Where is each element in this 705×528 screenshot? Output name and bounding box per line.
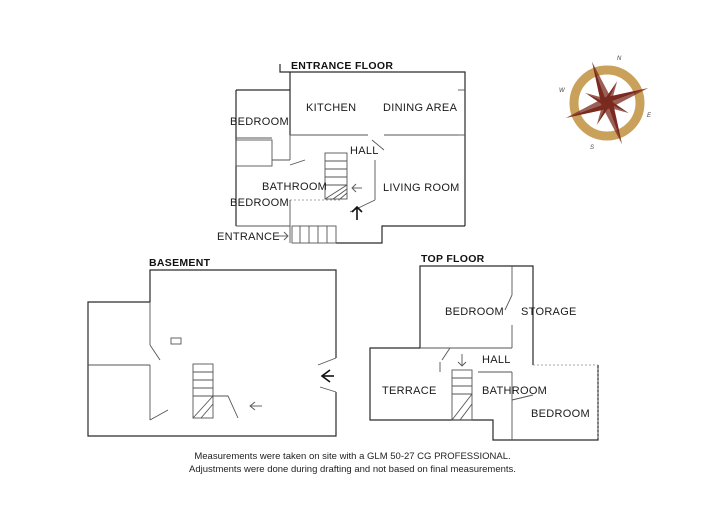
room-bedroom-label: BEDROOM [230,116,289,128]
top-stair-down-arrow-icon [457,354,467,367]
compass-w-label: W [559,88,566,94]
entrance-up-arrow-icon [351,205,363,220]
basement-stair-arrow-icon [249,401,262,411]
entrance-floor-plan: ENTRANCE FLOOR [217,60,466,244]
compass-point [591,61,607,106]
measurement-note-line-2: Adjustments were done during drafting an… [189,464,516,475]
compass-point [585,92,607,107]
compass-e-label: E [647,113,652,119]
entrance-floor-title: ENTRANCE FLOOR [291,60,393,72]
room-terrace-label: TERRACE [382,385,437,397]
room-hall-label: HALL [350,145,379,157]
compass-point-shade [607,87,649,109]
room-kitchen-label: KITCHEN [306,102,356,114]
compass-point-shade [601,103,623,145]
compass-point-shade [565,97,607,119]
compass-point-shade [591,61,613,103]
compass-s-label: S [590,145,594,151]
top-floor-title: TOP FLOOR [421,253,485,265]
basement-entry-arrow-icon [320,369,334,383]
room-bathroom-label: BATHROOM [262,181,327,193]
room-bedroom-label-top: BEDROOM [445,306,504,318]
basement-plan: BASEMENT [87,257,337,437]
compass-rose-icon: N E S W [559,56,652,151]
room-storage-label: STORAGE [521,306,577,318]
room-hall-label-top: HALL [482,354,511,366]
compass-point [604,87,649,103]
room-entrance-label: ENTRANCE [217,231,280,243]
stair-direction-arrow-icon [351,183,362,193]
room-bedroom-label-2: BEDROOM [230,197,289,209]
compass-n-label: N [617,56,622,62]
compass-point [607,100,623,145]
room-living-room-label: LIVING ROOM [383,182,460,194]
entrance-arrow-icon [278,231,289,241]
measurement-note-line-1: Measurements were taken on site with a G… [194,451,511,462]
compass-point [565,103,610,119]
basement-title: BASEMENT [149,257,211,269]
top-floor-plan: TOP FLOOR BEDROOM STORAGE HALL TERRACE B… [369,253,599,441]
room-bedroom-label-top-2: BEDROOM [531,408,590,420]
room-bathroom-label-top: BATHROOM [482,385,547,397]
compass-point-shade [585,92,609,103]
room-dining-area-label: DINING AREA [383,102,458,114]
